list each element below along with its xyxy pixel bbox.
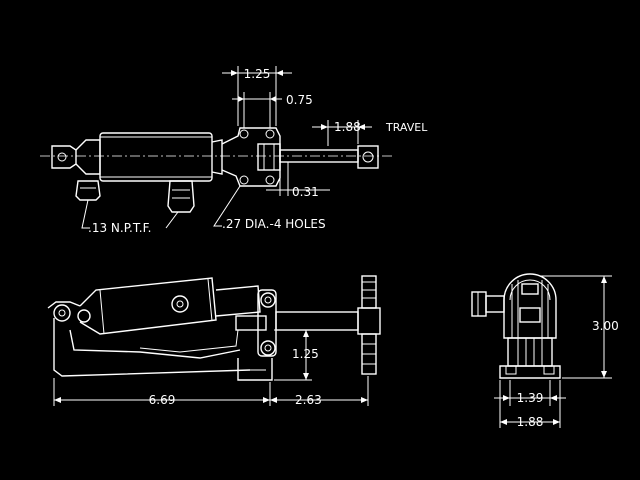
plunger-guide xyxy=(257,143,281,171)
end-body-lower xyxy=(507,337,553,367)
air-cylinder-body xyxy=(99,132,213,182)
spindle-block xyxy=(357,145,379,169)
spindle-top xyxy=(361,275,377,309)
rear-clevis xyxy=(51,145,77,169)
mount-hole-4 xyxy=(265,175,275,185)
base-frame xyxy=(53,318,251,377)
dim-height-side: 1.25 xyxy=(292,347,319,361)
mount-hole-3 xyxy=(239,175,249,185)
air-port-fitting-front xyxy=(167,180,195,213)
top-view: 1.25 0.75 1.88 TRAVEL 0.31 .13 N.P.T.F. … xyxy=(40,66,428,235)
air-port-side xyxy=(171,295,189,313)
plunger-bar-side xyxy=(275,311,359,331)
dim-travel: 1.88 xyxy=(334,120,361,134)
travel-label: TRAVEL xyxy=(385,121,428,134)
dim-outer-width: 1.88 xyxy=(517,415,544,429)
dim-inner-width: 1.39 xyxy=(517,391,544,405)
end-air-fitting xyxy=(471,291,487,317)
end-base xyxy=(499,365,561,379)
mount-hole-1 xyxy=(239,129,249,139)
cylinder-side xyxy=(79,277,217,335)
end-view: 3.00 1.39 1.88 xyxy=(471,273,619,429)
spindle-hole xyxy=(362,151,374,163)
dim-offset: 0.31 xyxy=(292,185,319,199)
dim-height-end: 3.00 xyxy=(592,319,619,333)
port-note: .13 N.P.T.F. xyxy=(88,221,151,235)
base-pivot xyxy=(260,340,276,356)
linkage-pivot xyxy=(260,292,276,308)
mount-hole-2 xyxy=(265,129,275,139)
rear-clevis-side xyxy=(47,301,81,309)
air-port-fitting-rear xyxy=(75,180,101,201)
side-view: 1.25 6.69 2.63 xyxy=(47,275,381,407)
rear-pivot xyxy=(53,304,71,322)
piston-rod-side xyxy=(215,285,261,317)
lever-arm xyxy=(69,329,241,359)
base-bracket xyxy=(237,358,273,381)
spindle-block-side xyxy=(357,307,381,335)
dim-width-1: 1.25 xyxy=(244,67,271,81)
cylinder-end xyxy=(503,273,557,339)
mounting-base xyxy=(221,127,281,187)
dim-reach: 2.63 xyxy=(295,393,322,407)
cylinder-rear-cap xyxy=(75,139,101,175)
hole-note: .27 DIA.-4 HOLES xyxy=(222,217,326,231)
dim-width-2: 0.75 xyxy=(286,93,313,107)
cylinder-front-cap xyxy=(211,139,223,175)
clevis-pin-hole xyxy=(57,152,67,162)
dim-length: 6.69 xyxy=(149,393,176,407)
